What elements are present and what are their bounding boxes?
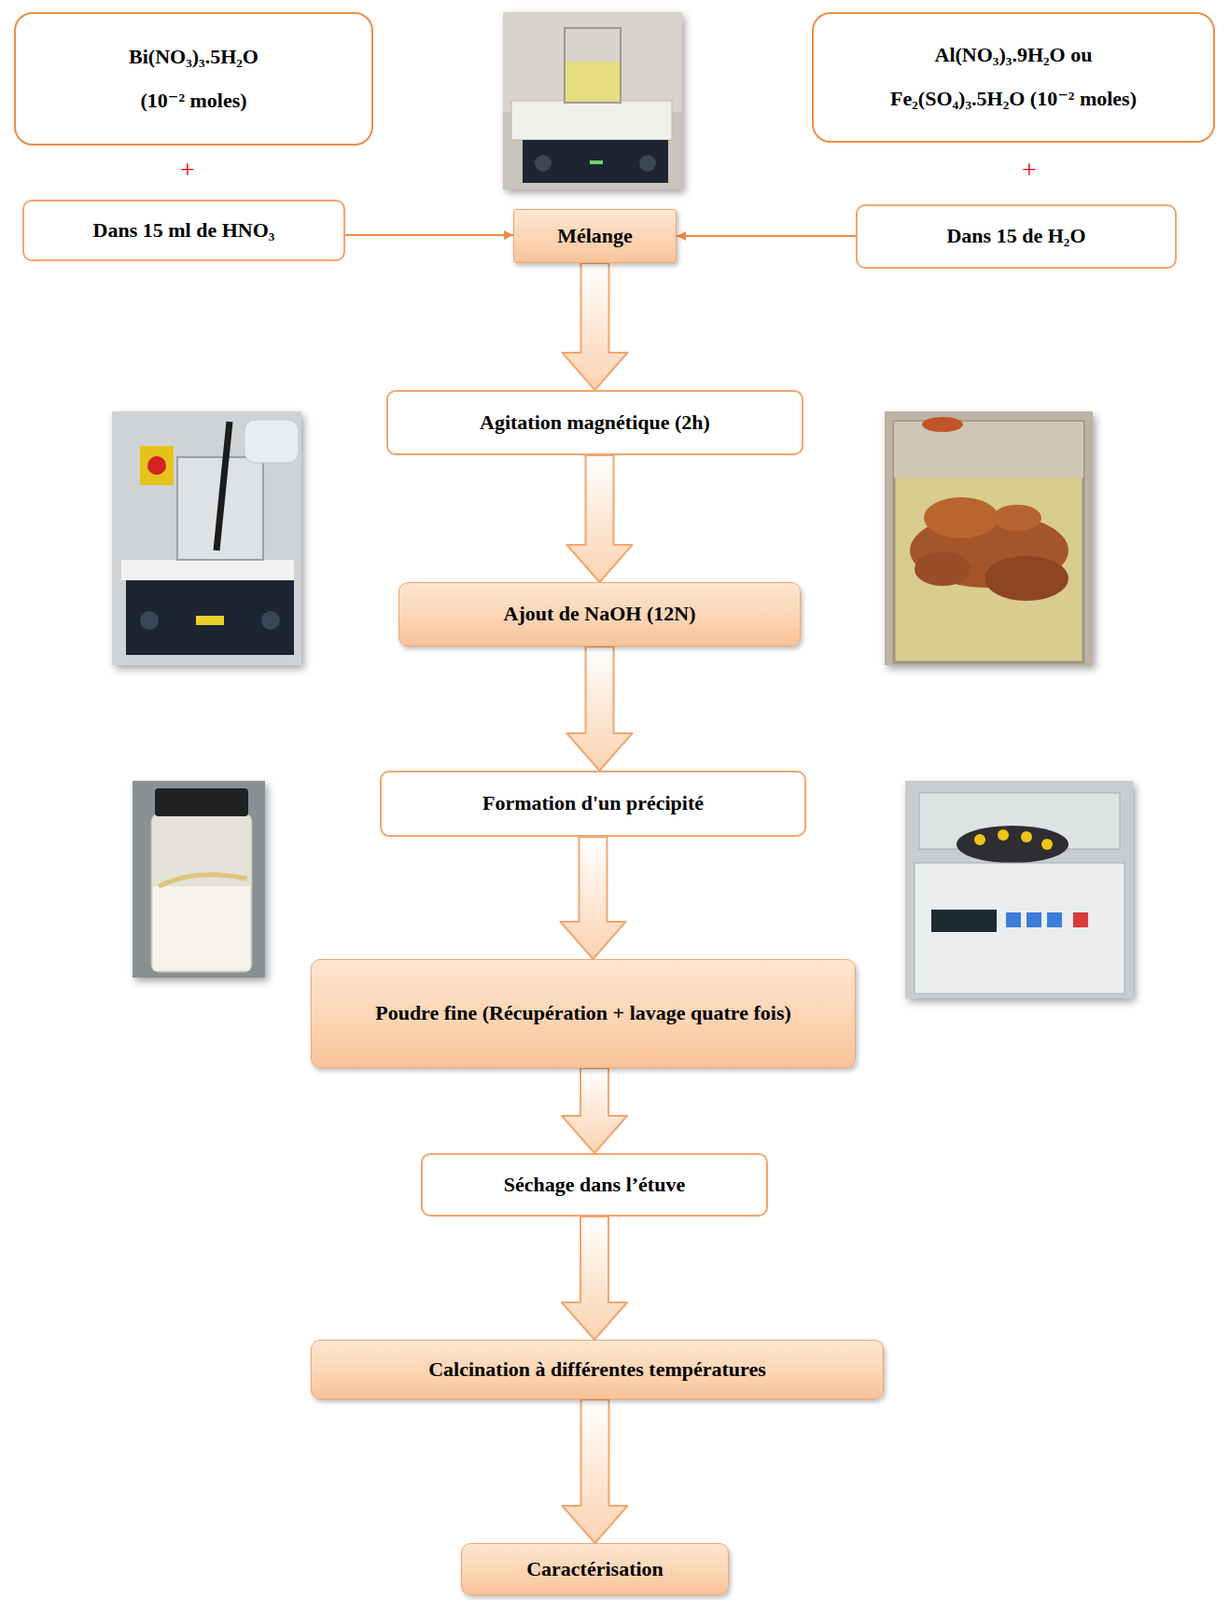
node-text: Agitation magnétique (2h) bbox=[479, 409, 711, 437]
plus-sign: + bbox=[1021, 154, 1037, 185]
tube-cap bbox=[1020, 831, 1033, 843]
arrow-line bbox=[676, 235, 856, 238]
node-text: Bi(NO₃)₃.5H₂O bbox=[128, 43, 259, 71]
beaker bbox=[893, 421, 1084, 663]
tube-cap bbox=[997, 829, 1009, 841]
display bbox=[195, 615, 224, 626]
node-text: Séchage dans l’étuve bbox=[503, 1172, 685, 1200]
precipitate bbox=[921, 417, 964, 433]
node-text: Dans 15 de H₂O bbox=[946, 223, 1086, 251]
photo-centrifuge bbox=[905, 781, 1133, 999]
node-text: Poudre fine (Récupération + lavage quatr… bbox=[375, 1000, 792, 1028]
tube-cap bbox=[1041, 838, 1053, 851]
node-text: Fe₂(SO₄)₃.5H₂O (10⁻² moles) bbox=[890, 85, 1137, 113]
block-arrow bbox=[561, 1216, 628, 1341]
step-box: Poudre fine (Récupération + lavage quatr… bbox=[310, 959, 856, 1069]
reagent-box: Bi(NO₃)₃.5H₂O (10⁻² moles) bbox=[13, 12, 374, 146]
block-arrow bbox=[560, 837, 627, 960]
precipitate bbox=[992, 504, 1042, 531]
precipitate bbox=[984, 556, 1069, 601]
ceramic-tile bbox=[511, 100, 672, 140]
liquid bbox=[564, 61, 621, 103]
photo-ground bbox=[884, 411, 1093, 666]
precipitate bbox=[914, 552, 971, 587]
gloved-hand bbox=[244, 419, 299, 463]
powder bbox=[153, 886, 251, 971]
node-text: Calcination à différentes températures bbox=[428, 1356, 767, 1384]
process-box: Dans 15 de H₂O bbox=[855, 204, 1177, 269]
hotplate-body bbox=[522, 139, 669, 183]
photo-ground bbox=[905, 781, 1133, 999]
node-text: Formation d'un précipité bbox=[482, 790, 704, 818]
node-text: Al(NO₃)₃.9H₂O ou bbox=[935, 41, 1093, 70]
photo-ph-meter bbox=[111, 411, 302, 666]
display bbox=[931, 909, 997, 933]
hotplate-top bbox=[121, 559, 294, 581]
block-arrow bbox=[561, 1068, 628, 1154]
node-text: (10⁻² moles) bbox=[139, 87, 247, 115]
knob bbox=[139, 611, 159, 630]
jar-cap bbox=[154, 788, 249, 817]
process-box: Agitation magnétique (2h) bbox=[386, 390, 804, 456]
indicator bbox=[589, 160, 603, 165]
photo-hotplate bbox=[502, 12, 683, 190]
switch-box bbox=[139, 446, 174, 486]
plus-sign: + bbox=[180, 154, 196, 185]
knob bbox=[639, 154, 657, 172]
ph-electrode bbox=[216, 421, 230, 551]
node-text: Ajout de NaOH (12N) bbox=[503, 600, 697, 629]
process-box: Formation d'un précipité bbox=[379, 770, 807, 838]
button bbox=[1026, 912, 1042, 928]
node-text: Caractérisation bbox=[526, 1556, 664, 1584]
photo-ground bbox=[502, 12, 683, 190]
block-arrow bbox=[562, 1399, 629, 1544]
button bbox=[1047, 912, 1062, 928]
step-box: Mélange bbox=[513, 209, 677, 264]
button bbox=[1005, 912, 1021, 928]
arrow-line bbox=[345, 234, 514, 237]
process-box: Dans 15 ml de HNO₃ bbox=[22, 199, 346, 262]
step-box: Caractérisation bbox=[460, 1543, 729, 1596]
powder-streak bbox=[158, 875, 248, 888]
centrifuge-body bbox=[914, 863, 1125, 994]
photo-precipitate bbox=[884, 411, 1093, 666]
node-text: Mélange bbox=[557, 223, 633, 251]
button bbox=[1073, 912, 1089, 928]
beaker bbox=[564, 27, 621, 103]
photo-jar bbox=[132, 781, 266, 978]
beaker-top bbox=[893, 421, 1084, 478]
stop-button bbox=[147, 456, 167, 475]
step-box: Calcination à différentes températures bbox=[310, 1340, 884, 1400]
photo-ground bbox=[132, 781, 266, 978]
node-text: Dans 15 ml de HNO₃ bbox=[93, 217, 276, 245]
precipitate bbox=[923, 497, 999, 539]
jar bbox=[151, 813, 252, 973]
block-arrow bbox=[562, 263, 629, 391]
tube-cap bbox=[974, 834, 986, 846]
step-box: Ajout de NaOH (12N) bbox=[398, 582, 801, 647]
photo-ground bbox=[111, 411, 302, 666]
block-arrow bbox=[567, 455, 633, 583]
rotor bbox=[956, 825, 1069, 864]
reagent-box: Al(NO₃)₃.9H₂O ou Fe₂(SO₄)₃.5H₂O (10⁻² mol… bbox=[811, 12, 1216, 143]
knob bbox=[261, 611, 280, 630]
block-arrow bbox=[567, 646, 633, 771]
process-box: Séchage dans l’étuve bbox=[420, 1153, 769, 1217]
hotplate-body bbox=[125, 580, 294, 656]
knob bbox=[534, 154, 552, 172]
